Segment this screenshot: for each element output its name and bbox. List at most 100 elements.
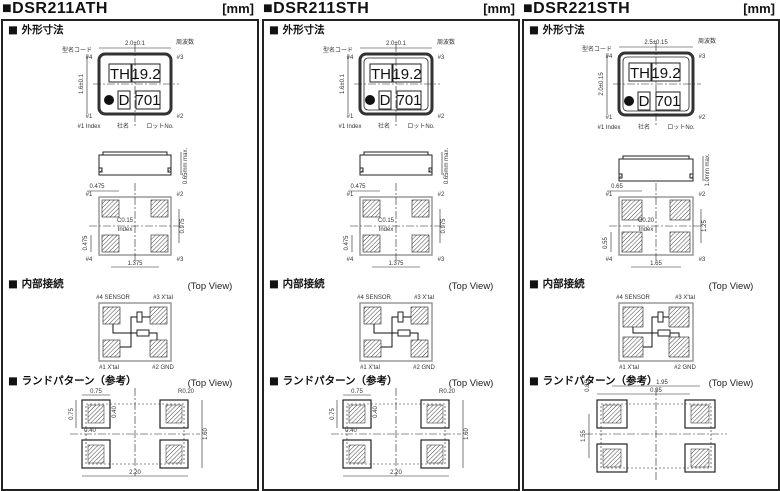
drawing-dsr211sth: ■ 外形寸法■ 内部接続■ ランドパターン（参考）(Top View)(Top …	[269, 23, 494, 477]
land-pad	[342, 439, 372, 469]
section-heading-outline: ■ 外形寸法	[269, 23, 325, 36]
side-terminal	[428, 167, 433, 173]
terminal-overlay	[87, 404, 105, 424]
thermistor-symbol	[657, 329, 671, 337]
index-dot	[104, 95, 114, 105]
terminal-pad	[411, 199, 430, 218]
package-side-view	[359, 154, 433, 176]
lot-label: ロットNo.	[667, 125, 695, 131]
top-view-label: (Top View)	[188, 378, 233, 389]
pad-height-label: 0.55	[603, 237, 609, 249]
land-pad	[159, 399, 189, 429]
pin-3-label: #3	[177, 257, 184, 263]
internal-pad	[410, 306, 429, 325]
pad-height-label: 0.475	[83, 235, 89, 251]
column-dsr211ath: ■DSR211ATH [mm] ■ 外形寸法■ 内部接続■ ランドパターン（参考…	[0, 0, 259, 491]
land-dim-a: 0.75	[90, 389, 102, 395]
internal-pin-2-label: #2 GND	[152, 365, 174, 371]
index-label: #1 Index	[597, 125, 620, 131]
section-heading-outline: ■ 外形寸法	[8, 23, 64, 36]
terminal-overlay	[426, 444, 444, 464]
land-dim-c: 0.75	[330, 408, 336, 420]
internal-pad	[410, 339, 429, 358]
pitch-x-label: 1.375	[388, 261, 404, 267]
marking-company: D	[380, 92, 391, 109]
pitch-y-label: 0.975	[441, 218, 447, 234]
marking-lot: 701	[135, 92, 160, 109]
chamfer-label: C0.15	[117, 218, 134, 224]
land-dim-d: 0.40	[373, 406, 379, 418]
top-view-label: (Top View)	[709, 378, 754, 389]
thickness-label: 0.65mm max.	[183, 147, 189, 184]
company-label: 社名	[117, 122, 129, 130]
pad-width-label: 0.475	[350, 184, 366, 190]
internal-pin-3-label: #3 X'tal	[153, 295, 173, 301]
pin-2-label: #2	[438, 192, 445, 198]
terminal-overlay	[165, 444, 183, 464]
pin-3-label: #3	[438, 257, 445, 263]
internal-pin-1-label: #1 X'tal	[99, 365, 119, 371]
pin-4-label: #4	[606, 54, 613, 60]
thermistor-symbol	[397, 329, 411, 337]
product-title: ■DSR211STH	[263, 0, 370, 17]
land-dim-e: 0.40	[345, 428, 357, 434]
width-dimension-label: 2.0±0.1	[125, 41, 146, 47]
internal-pin-3-label: #3 X'tal	[675, 295, 695, 301]
pin-4-label: #4	[86, 257, 93, 263]
marking-box	[117, 90, 131, 110]
pitch-x-label: 1.65	[650, 261, 662, 267]
crystal-symbol	[397, 311, 404, 323]
land-pad	[159, 439, 189, 469]
section-heading-land-pattern: ■ ランドパターン（参考）	[8, 374, 137, 387]
terminal-overlay	[602, 404, 622, 424]
pin-2-label: #2	[177, 114, 184, 120]
side-terminal	[98, 167, 103, 173]
company-label: 社名	[638, 123, 650, 131]
land-dim-c: 0.75	[69, 408, 75, 420]
pitch-y-label: 1.25	[702, 220, 708, 232]
internal-pin-2-label: #2 GND	[674, 365, 696, 371]
terminal-pad	[362, 199, 381, 218]
terminal-pad	[362, 234, 381, 253]
pin-1-label: #1	[606, 192, 613, 198]
top-view-label: (Top View)	[709, 281, 754, 292]
pin-3-label: #3	[177, 55, 184, 61]
sensor-wire	[632, 327, 680, 337]
marking-frequency: 19.2	[131, 66, 160, 83]
marking-model: TH	[630, 65, 650, 82]
terminal-pad	[101, 234, 120, 253]
internal-pad	[363, 339, 382, 358]
model-code-label: 型名コード	[62, 46, 92, 54]
column-dsr221sth: ■DSR221STH [mm] ■ 外形寸法■ 内部接続■ ランドパターン（参考…	[521, 0, 780, 491]
land-dim-f: 1.60	[464, 428, 470, 440]
marking-box	[392, 63, 422, 83]
unit-label: [mm]	[743, 1, 775, 16]
crystal-symbol	[657, 311, 664, 323]
thermistor-symbol	[136, 329, 150, 337]
land-pad	[596, 399, 628, 429]
side-terminal	[359, 167, 364, 173]
marking-company: D	[119, 92, 130, 109]
chamfer-note: Index	[379, 227, 394, 233]
land-dim-f: 1.60	[203, 428, 209, 440]
lot-label: ロットNo.	[146, 124, 174, 130]
marking-box	[131, 63, 161, 83]
top-view-label: (Top View)	[449, 378, 494, 389]
terminal-pad	[669, 199, 691, 221]
internal-pin-4-label: #4 SENSOR	[96, 295, 130, 301]
terminal-pad	[101, 199, 120, 218]
height-dimension-label: 1.6±0.1	[79, 73, 85, 94]
internal-pin-2-label: #2 GND	[413, 365, 435, 371]
width-dimension-label: 2.0±0.1	[386, 41, 407, 47]
pad-width-label: 0.65	[611, 184, 623, 190]
chamfer-note: Index	[639, 227, 654, 233]
internal-package	[98, 302, 172, 362]
crystal-symbol	[136, 311, 143, 323]
marking-box	[655, 91, 681, 111]
product-title: ■DSR221STH	[523, 0, 631, 17]
drawing-dsr221sth: ■ 外形寸法■ 内部接続■ ランドパターン（参考）(Top View)(Top …	[529, 23, 754, 480]
pin-2-label: #2	[438, 114, 445, 120]
thickness-label: 0.65mm max.	[444, 147, 450, 184]
section-heading-outline: ■ 外形寸法	[529, 23, 585, 36]
internal-pin-1-label: #1 X'tal	[360, 365, 380, 371]
